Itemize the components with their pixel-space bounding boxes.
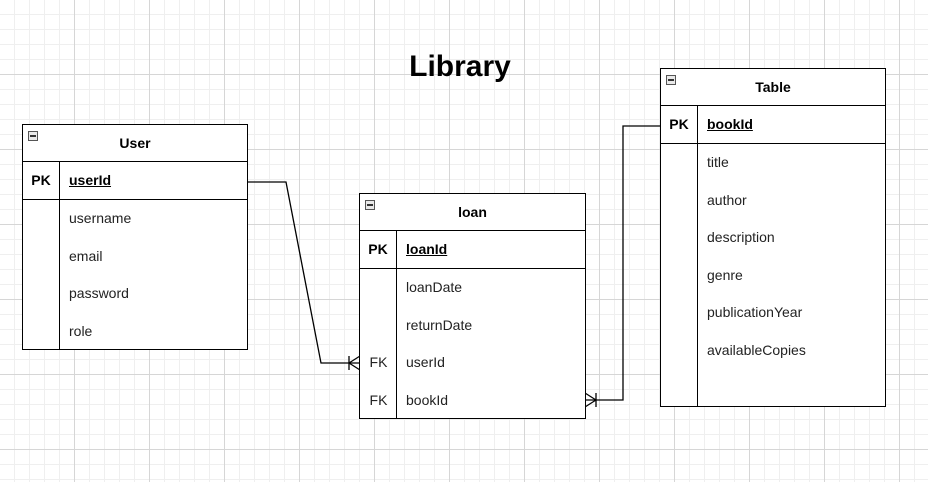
attribute-name: genre — [707, 266, 743, 283]
collapse-icon[interactable] — [666, 75, 676, 85]
entity-loan[interactable]: loan PK loanId loanDate returnDate FK use… — [359, 193, 586, 419]
attribute-row[interactable]: loanDate — [360, 269, 585, 307]
primary-key-field: bookId — [707, 116, 753, 132]
attribute-row[interactable]: description — [661, 219, 885, 257]
fk-marker: FK — [369, 391, 388, 408]
entity-name: Table — [755, 79, 791, 95]
key-column — [360, 269, 397, 418]
attribute-row[interactable]: publicationYear — [661, 294, 885, 332]
attribute-name: author — [707, 191, 747, 208]
attribute-row[interactable]: username — [23, 200, 247, 238]
attribute-name: userId — [406, 354, 445, 370]
diagram-title: Library — [409, 50, 511, 83]
key-column — [661, 144, 698, 406]
attribute-row[interactable]: password — [23, 275, 247, 313]
pk-marker: PK — [661, 106, 698, 143]
attribute-row[interactable]: FK bookId — [360, 382, 585, 420]
attribute-row[interactable]: FK userId — [360, 344, 585, 382]
attribute-list: title author description genre publicati… — [661, 144, 885, 406]
attribute-name: title — [707, 154, 729, 170]
entity-name: loan — [458, 204, 487, 220]
attribute-name: role — [69, 322, 93, 339]
entity-header[interactable]: User — [23, 125, 247, 162]
pk-marker: PK — [360, 231, 397, 268]
attribute-name: password — [69, 285, 129, 301]
primary-key-row[interactable]: PK bookId — [661, 106, 885, 144]
entity-header[interactable]: Table — [661, 69, 885, 106]
primary-key-row[interactable]: PK loanId — [360, 231, 585, 269]
primary-key-field: userId — [69, 172, 112, 188]
entity-name: User — [119, 135, 151, 151]
pk-marker: PK — [23, 162, 60, 199]
relationship-loan-table — [585, 125, 661, 401]
collapse-icon[interactable] — [28, 131, 38, 141]
attribute-row[interactable]: title — [661, 144, 885, 182]
primary-key-row[interactable]: PK userId — [23, 162, 247, 200]
primary-key-field: loanId — [406, 241, 448, 257]
attribute-name: bookId — [406, 391, 449, 408]
attribute-name: username — [69, 210, 132, 226]
attribute-row[interactable]: availableCopies — [661, 332, 885, 370]
attribute-name: description — [707, 229, 775, 245]
relationship-user-loan — [247, 181, 360, 364]
entity-table[interactable]: Table PK bookId title author description… — [660, 68, 886, 407]
attribute-name: availableCopies — [707, 341, 806, 358]
key-column — [23, 200, 60, 349]
attribute-row[interactable]: role — [23, 313, 247, 351]
crowfoot-many-icon — [584, 392, 597, 408]
attribute-list: loanDate returnDate FK userId FK bookId — [360, 269, 585, 418]
attribute-row[interactable]: returnDate — [360, 307, 585, 345]
attribute-row[interactable]: genre — [661, 257, 885, 295]
attribute-name: returnDate — [406, 316, 473, 333]
attribute-name: loanDate — [406, 279, 463, 295]
attribute-name: publicationYear — [707, 304, 803, 320]
attribute-row[interactable]: email — [23, 238, 247, 276]
attribute-name: email — [69, 247, 103, 264]
attribute-list: username email password role — [23, 200, 247, 349]
entity-user[interactable]: User PK userId username email password r… — [22, 124, 248, 350]
collapse-icon[interactable] — [365, 200, 375, 210]
fk-marker: FK — [369, 354, 388, 370]
attribute-row[interactable]: author — [661, 182, 885, 220]
entity-header[interactable]: loan — [360, 194, 585, 231]
